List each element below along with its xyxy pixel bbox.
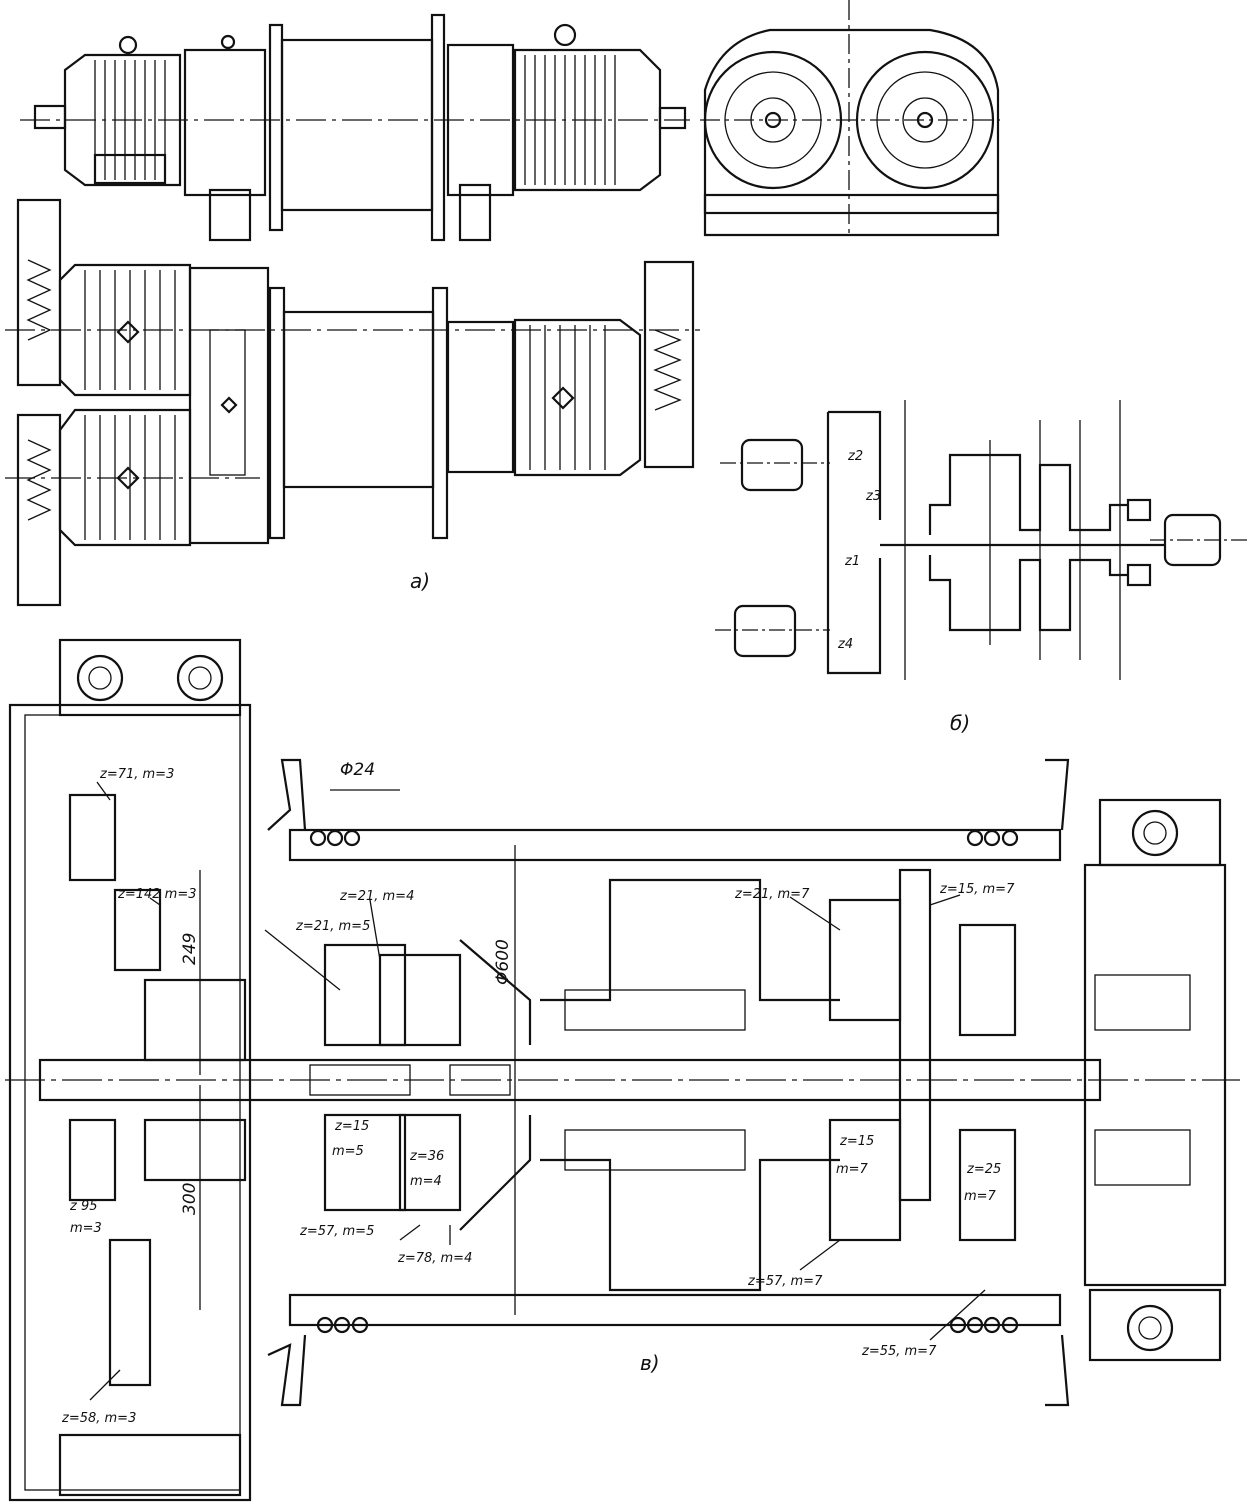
gear-label-z2: z2 bbox=[847, 449, 863, 464]
callout-z25-m7: m=7 bbox=[964, 1189, 997, 1204]
callout-z21-m7: z=21, m=7 bbox=[734, 887, 810, 902]
leader-lines bbox=[89, 781, 986, 1401]
view-a-caption: a) bbox=[410, 569, 430, 593]
callout-z21-m5: z=21, m=5 bbox=[295, 919, 370, 934]
callout-z21-m4: z=21, m=4 bbox=[339, 889, 414, 904]
callout-z95-m3: m=3 bbox=[70, 1221, 102, 1236]
view-a-end-elevation bbox=[700, 0, 1000, 237]
dimension-249: 249 bbox=[180, 933, 200, 965]
drum-diameter-label: Φ600 bbox=[493, 939, 513, 985]
callout-z57-m5: z=57, m=5 bbox=[299, 1224, 374, 1239]
callout-z95: z 95 bbox=[69, 1199, 98, 1214]
gear-label-z4: z4 bbox=[837, 637, 853, 652]
callout-z15-b: z=15 bbox=[839, 1134, 874, 1149]
view-c-section bbox=[5, 638, 1240, 1502]
callout-z15: z=15 bbox=[334, 1119, 369, 1134]
view-b-kinematic-scheme bbox=[715, 400, 1248, 680]
callout-z71-m3: z=71, m=3 bbox=[99, 767, 174, 782]
callout-z36: z=36 bbox=[409, 1149, 444, 1164]
rope-diameter-label: Φ24 bbox=[340, 760, 375, 780]
dimension-300: 300 bbox=[180, 1183, 200, 1215]
callout-z15-b-m7: m=7 bbox=[836, 1162, 869, 1177]
callout-z78-m4: z=78, m=4 bbox=[397, 1251, 472, 1266]
gear-label-z1: z1 bbox=[844, 554, 860, 569]
view-a-plan bbox=[5, 198, 700, 607]
callout-z58-m3: z=58, m=3 bbox=[61, 1411, 136, 1426]
callout-z25: z=25 bbox=[966, 1162, 1001, 1177]
callout-z57-m7: z=57, m=7 bbox=[747, 1274, 823, 1289]
callout-z142-m3: z=142 m=3 bbox=[117, 887, 197, 902]
callout-z15-m7: z=15, m=7 bbox=[939, 882, 1015, 897]
view-b-caption: б) bbox=[950, 711, 970, 735]
view-a-side-elevation bbox=[20, 13, 690, 242]
callout-z55-m7: z=55, m=7 bbox=[861, 1344, 937, 1359]
gear-label-z3: z3 bbox=[865, 489, 881, 504]
callout-z36-m4: m=4 bbox=[410, 1174, 442, 1189]
view-c-caption: в) bbox=[640, 1351, 660, 1375]
callout-z15-m5: m=5 bbox=[332, 1144, 364, 1159]
